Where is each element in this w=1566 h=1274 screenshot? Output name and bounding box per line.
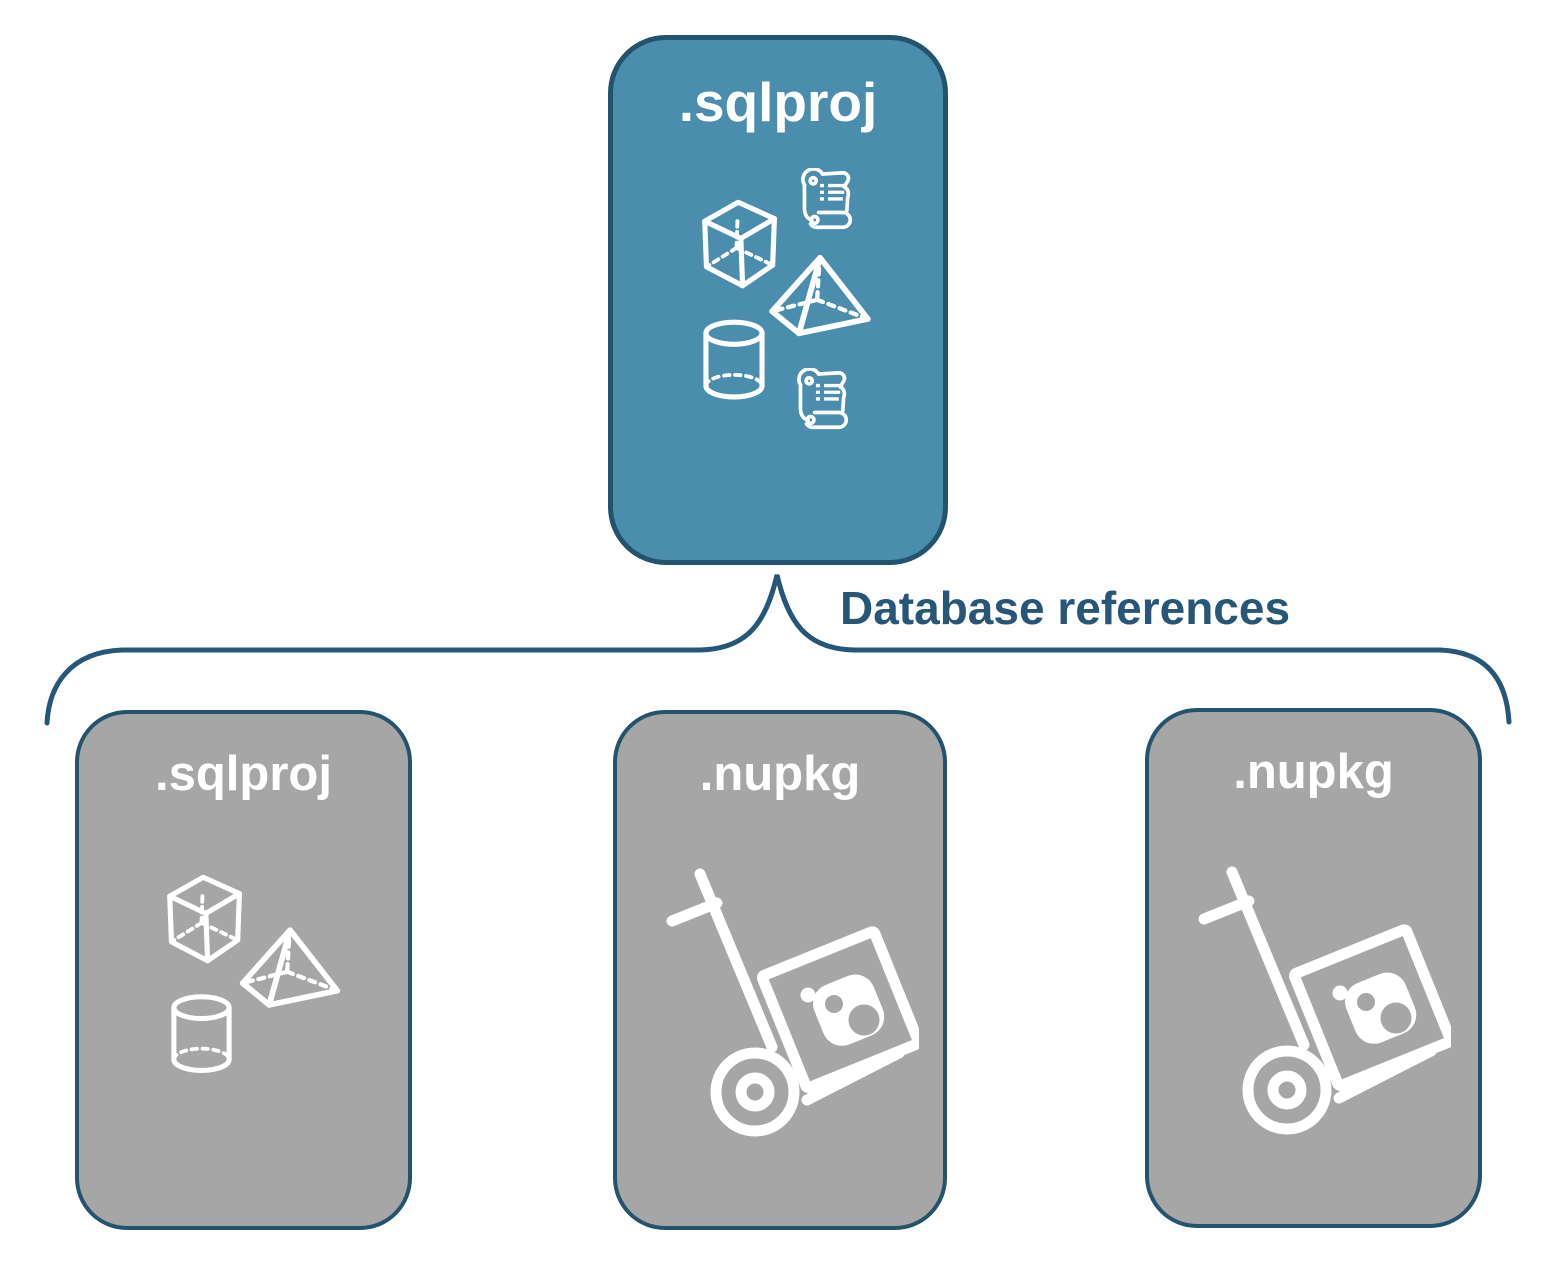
child-node-title: .nupkg xyxy=(699,747,861,801)
scroll-icon xyxy=(795,168,857,232)
nuget-hand-truck-icon xyxy=(659,864,919,1149)
child-node-sqlproj: .sqlproj xyxy=(75,710,412,1230)
connector-label: Database references xyxy=(840,582,1291,634)
pyramid-icon xyxy=(238,923,342,1013)
cylinder-icon xyxy=(700,318,768,402)
child-node-nupkg: .nupkg xyxy=(1145,708,1482,1228)
pyramid-icon xyxy=(767,252,873,340)
parent-node-sqlproj: .sqlproj xyxy=(608,35,948,565)
parent-node-title: .sqlproj xyxy=(678,71,878,133)
child-node-nupkg: .nupkg xyxy=(613,710,947,1230)
cube-icon xyxy=(162,873,248,965)
child-node-title: .sqlproj xyxy=(155,747,332,801)
scroll-icon xyxy=(791,368,853,432)
cylinder-icon xyxy=(168,993,235,1075)
child-node-title: .nupkg xyxy=(1233,745,1394,799)
nuget-hand-truck-icon xyxy=(1191,862,1451,1147)
